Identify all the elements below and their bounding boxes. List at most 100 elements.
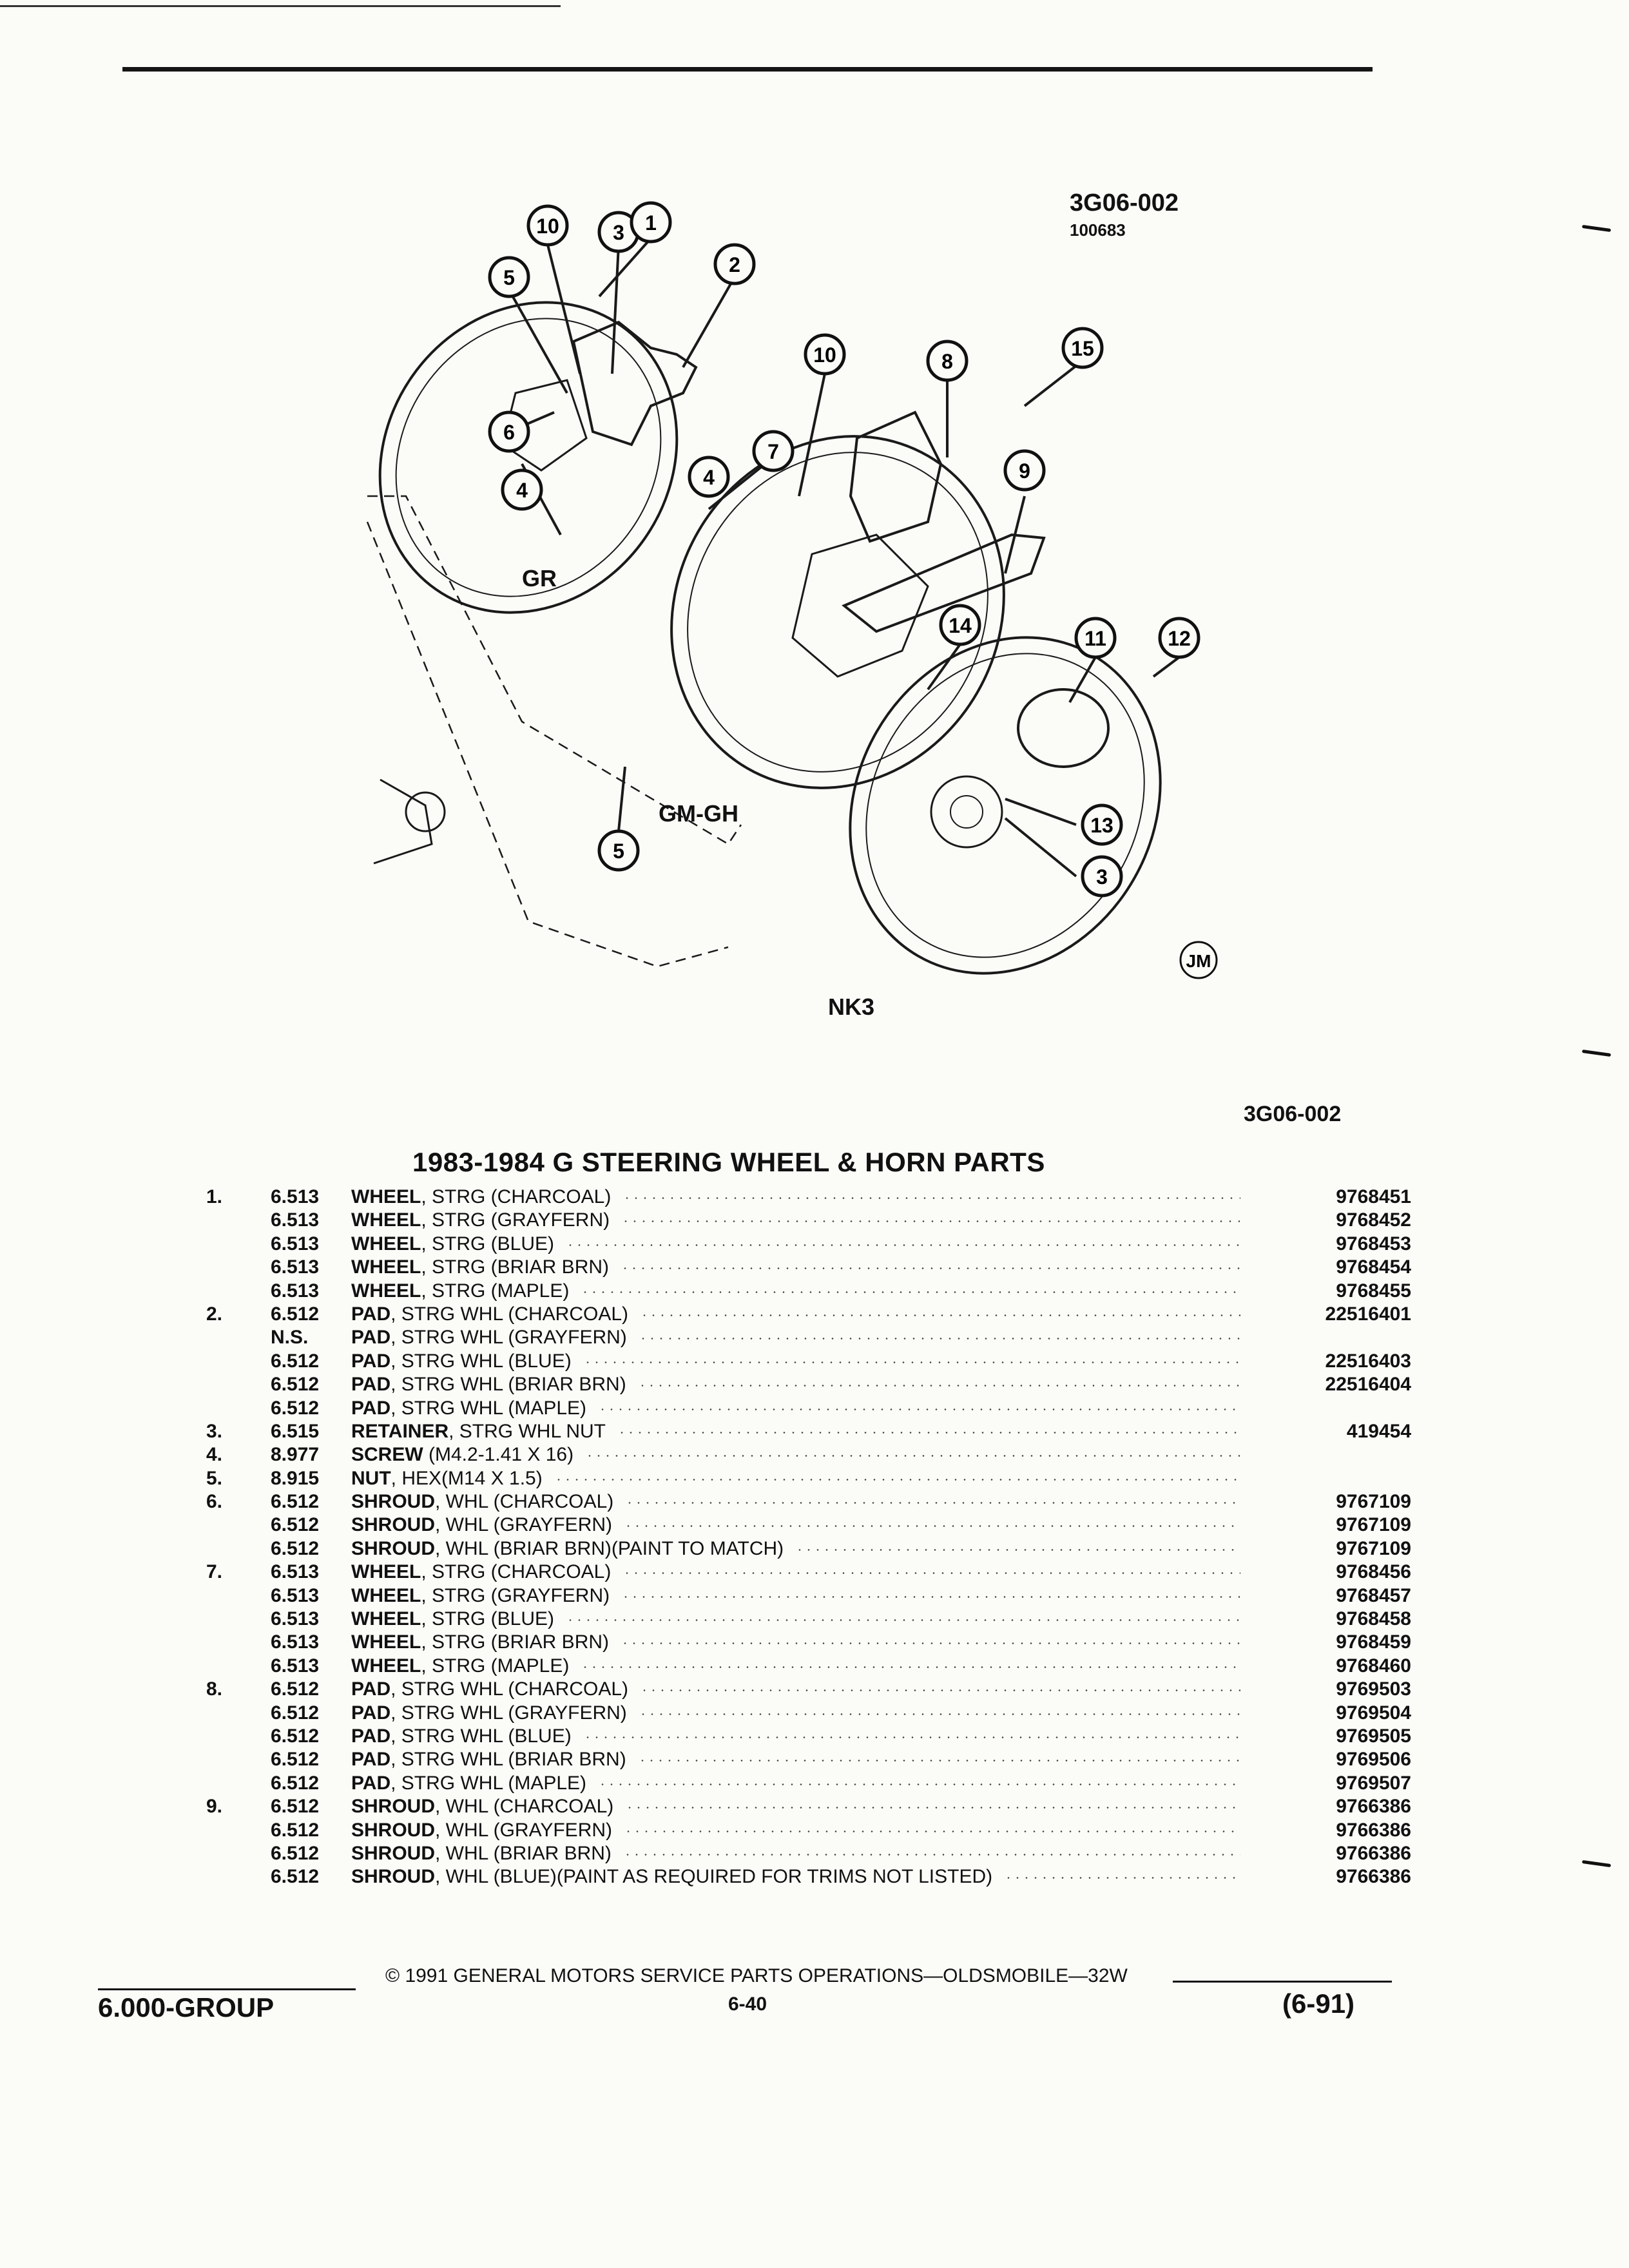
catalog-group: 6.513 [271, 1561, 320, 1583]
catalog-group: 6.512 [271, 1350, 320, 1372]
nk3-hub [930, 775, 1003, 849]
part-name: WHEEL [351, 1655, 421, 1677]
margin-mark [1581, 1860, 1612, 1868]
leader-dots [624, 1525, 1240, 1528]
leader-dots [585, 1455, 1240, 1457]
part-detail: , STRG WHL (MAPLE) [390, 1772, 587, 1794]
part-description: PAD, STRG WHL (CHARCOAL) [351, 1678, 628, 1701]
catalog-group: 6.512 [271, 1374, 320, 1396]
svg-text:9: 9 [1019, 459, 1030, 483]
part-number: 9769507 [1336, 1772, 1411, 1794]
callout-15: 15 [1061, 327, 1104, 369]
reference-code: 3G06-002 [1244, 1102, 1342, 1126]
catalog-group: 6.513 [271, 1608, 320, 1630]
page-number: 6-40 [728, 1994, 767, 2015]
svg-text:12: 12 [1168, 627, 1191, 650]
part-description: RETAINER, STRG WHL NUT [351, 1420, 606, 1443]
leader-dots [622, 1572, 1240, 1575]
leader-dots [622, 1197, 1240, 1199]
item-number: 8. [206, 1678, 223, 1700]
part-number: 9769505 [1336, 1725, 1411, 1747]
parts-title: 1983-1984 G STEERING WHEEL & HORN PARTS [412, 1147, 1045, 1177]
leader-dots [598, 1408, 1240, 1410]
callout-8: 8 [926, 340, 969, 382]
svg-text:4: 4 [516, 479, 528, 502]
revision-date: (6-91) [1282, 1988, 1355, 2019]
leader-dots [621, 1267, 1240, 1270]
copyright-line: © 1991 GENERAL MOTORS SERVICE PARTS OPER… [385, 1965, 1128, 1986]
svg-text:10: 10 [536, 215, 559, 238]
part-name: SHROUD [351, 1819, 436, 1841]
part-description: WHEEL, STRG (BRIAR BRN) [351, 1256, 609, 1279]
catalog-group: 6.512 [271, 1702, 320, 1724]
part-number: 9768455 [1336, 1280, 1411, 1302]
part-description: PAD, STRG WHL (MAPLE) [351, 1397, 586, 1420]
svg-text:3: 3 [1096, 865, 1108, 889]
leader-dots [598, 1783, 1240, 1785]
part-name: WHEEL [351, 1631, 421, 1653]
part-number: 9766386 [1336, 1819, 1411, 1841]
part-detail: , WHL (BLUE)(PAINT AS REQUIRED FOR TRIMS… [435, 1866, 993, 1888]
part-number: 9767109 [1336, 1491, 1411, 1513]
leader-dots [638, 1385, 1240, 1387]
part-number: 9766386 [1336, 1842, 1411, 1864]
part-name: SHROUD [351, 1537, 436, 1559]
part-number: 22516401 [1325, 1303, 1411, 1325]
part-detail: , STRG WHL (BLUE) [390, 1725, 572, 1747]
parts-row: N.S.PAD, STRG WHL (GRAYFERN) [206, 1326, 1411, 1349]
part-number: 9769504 [1336, 1702, 1411, 1724]
callout-11: 11 [1074, 617, 1117, 659]
part-name: WHEEL [351, 1186, 421, 1207]
callout-12: 12 [1158, 617, 1200, 659]
part-description: SHROUD, WHL (BRIAR BRN)(PAINT TO MATCH) [351, 1537, 784, 1561]
leader-dots [554, 1478, 1240, 1481]
gm-gh-wheel-rim [670, 435, 1005, 789]
part-description: WHEEL, STRG (MAPLE) [351, 1280, 569, 1303]
catalog-group: 6.512 [271, 1842, 320, 1864]
part-name: PAD [351, 1327, 391, 1349]
part-name: NUT [351, 1467, 391, 1489]
header-rule [122, 67, 1373, 72]
part-number: 9769506 [1336, 1749, 1411, 1771]
catalog-group: 6.512 [271, 1749, 320, 1771]
leader-dots [566, 1244, 1240, 1246]
catalog-group: N.S. [271, 1327, 309, 1349]
svg-text:2: 2 [729, 253, 740, 276]
part-description: SHROUD, WHL (CHARCOAL) [351, 1490, 613, 1514]
figure-date: 100683 [1070, 220, 1126, 240]
leader-dots [621, 1642, 1240, 1645]
leader-dots [581, 1666, 1240, 1668]
catalog-group: 6.512 [271, 1866, 320, 1888]
part-name: WHEEL [351, 1280, 421, 1302]
part-detail: , HEX(M14 X 1.5) [390, 1467, 543, 1489]
part-name: PAD [351, 1702, 391, 1724]
part-detail: , STRG WHL (MAPLE) [390, 1397, 587, 1419]
leader-dots [640, 1689, 1240, 1692]
part-name: SHROUD [351, 1514, 436, 1536]
part-detail: , STRG WHL (BRIAR BRN) [390, 1749, 626, 1771]
part-name: SCREW [351, 1444, 423, 1466]
part-detail: , STRG (BRIAR BRN) [421, 1631, 610, 1653]
part-description: PAD, STRG WHL (BRIAR BRN) [351, 1748, 626, 1771]
part-detail: , STRG WHL (CHARCOAL) [390, 1303, 629, 1325]
part-name: PAD [351, 1303, 391, 1325]
part-description: WHEEL, STRG (GRAYFERN) [351, 1584, 610, 1608]
catalog-group: 6.512 [271, 1491, 320, 1513]
svg-text:5: 5 [613, 840, 624, 863]
gr-wheel-rim [378, 301, 679, 614]
catalog-group: 8.915 [271, 1467, 320, 1489]
part-number: 9769503 [1336, 1678, 1411, 1700]
part-number: 9768460 [1336, 1655, 1411, 1677]
part-number: 9768457 [1336, 1584, 1411, 1606]
